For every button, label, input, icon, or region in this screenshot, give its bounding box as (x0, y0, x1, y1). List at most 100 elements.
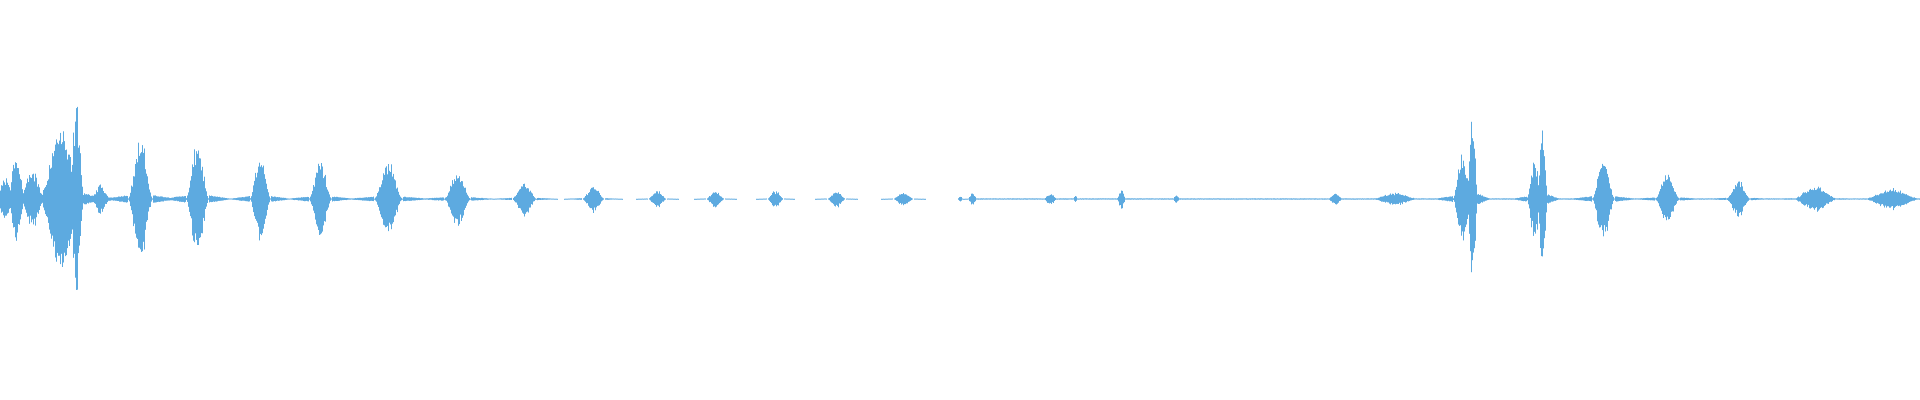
waveform-column (1472, 138, 1473, 261)
waveform-column (1587, 197, 1588, 201)
waveform-column (1309, 198, 1310, 200)
waveform-column (1725, 197, 1726, 200)
waveform-column (1645, 198, 1646, 200)
waveform-column (603, 198, 604, 200)
waveform-column (1820, 187, 1821, 208)
waveform-column (1689, 198, 1690, 200)
waveform-column (1245, 198, 1246, 200)
waveform-column (1497, 198, 1498, 200)
waveform-column (1297, 198, 1298, 200)
waveform-column (1408, 196, 1409, 202)
waveform-column (1321, 198, 1322, 200)
waveform-column (1286, 198, 1287, 200)
waveform-column (986, 198, 987, 200)
waveform-column (1130, 198, 1131, 200)
waveform-column (732, 198, 733, 200)
waveform-column (1014, 198, 1015, 200)
waveform-column (1202, 198, 1203, 200)
waveform-column (1022, 198, 1023, 200)
waveform-column (266, 183, 267, 216)
waveform-column (187, 195, 188, 202)
waveform-column (1176, 195, 1177, 203)
waveform-column (1024, 198, 1025, 200)
waveform-column (760, 198, 761, 200)
waveform-column (1714, 198, 1715, 200)
waveform-column (1043, 198, 1044, 200)
waveform-column (1439, 198, 1440, 201)
waveform-column (385, 167, 386, 228)
waveform-column (1581, 197, 1582, 201)
waveform-column (1552, 196, 1553, 202)
waveform-column (1596, 187, 1597, 211)
waveform-column (136, 159, 137, 238)
waveform-column (1594, 194, 1595, 204)
waveform-column (1555, 197, 1556, 201)
waveform-column (989, 198, 990, 200)
waveform-column (1118, 196, 1119, 202)
waveform-column (1236, 198, 1237, 200)
waveform-column (1208, 198, 1209, 200)
waveform-column (49, 165, 50, 230)
waveform-column (1226, 198, 1227, 200)
waveform-column (1484, 196, 1485, 202)
waveform-column (1622, 197, 1623, 201)
waveform-column (464, 187, 465, 210)
waveform-column (34, 181, 35, 219)
waveform-column (820, 198, 821, 200)
waveform-column (1487, 197, 1488, 201)
waveform-column (219, 196, 220, 201)
waveform-column (1804, 192, 1805, 206)
waveform-column (225, 198, 226, 201)
waveform-column (835, 192, 836, 207)
waveform-column (1393, 193, 1394, 205)
waveform-column (323, 178, 324, 226)
waveform-column (1403, 195, 1404, 202)
waveform-column (152, 198, 153, 200)
waveform-column (1824, 192, 1825, 206)
waveform-column (397, 187, 398, 213)
waveform-column (1836, 198, 1837, 200)
waveform-column (1126, 198, 1127, 200)
waveform-column (1378, 197, 1379, 201)
waveform-column (609, 198, 610, 200)
waveform-column (614, 198, 615, 200)
waveform-column (1477, 194, 1478, 204)
waveform-column (988, 198, 989, 200)
waveform-column (970, 196, 971, 202)
waveform-column (1495, 198, 1496, 200)
waveform-column (770, 196, 771, 202)
waveform-column (566, 198, 567, 200)
waveform-column (1417, 198, 1418, 200)
waveform-column (1030, 198, 1031, 200)
waveform-column (1052, 195, 1053, 203)
waveform-column (265, 178, 266, 219)
waveform-column (1414, 198, 1415, 200)
waveform-column (851, 198, 852, 200)
waveform-column (153, 195, 154, 203)
waveform-column (1532, 177, 1533, 221)
waveform-column (1282, 198, 1283, 200)
waveform-column (1327, 198, 1328, 200)
waveform-column (1204, 198, 1205, 200)
waveform-column (1910, 196, 1911, 202)
waveform-column (1005, 198, 1006, 200)
waveform-column (1148, 198, 1149, 200)
waveform-column (75, 121, 76, 278)
waveform-column (1857, 198, 1858, 200)
waveform-column (712, 193, 713, 205)
waveform-column (378, 191, 379, 207)
waveform-column (1211, 198, 1212, 200)
waveform-column (696, 198, 697, 200)
waveform-column (1238, 198, 1239, 200)
waveform-column (1486, 197, 1487, 201)
waveform-column (400, 196, 401, 202)
waveform-column (1132, 198, 1133, 200)
waveform-column (573, 198, 574, 200)
waveform-column (261, 165, 262, 236)
waveform-column (1109, 198, 1110, 200)
waveform-column (1159, 198, 1160, 200)
waveform-column (361, 197, 362, 201)
waveform-column (1506, 198, 1507, 200)
waveform-column (786, 198, 787, 200)
